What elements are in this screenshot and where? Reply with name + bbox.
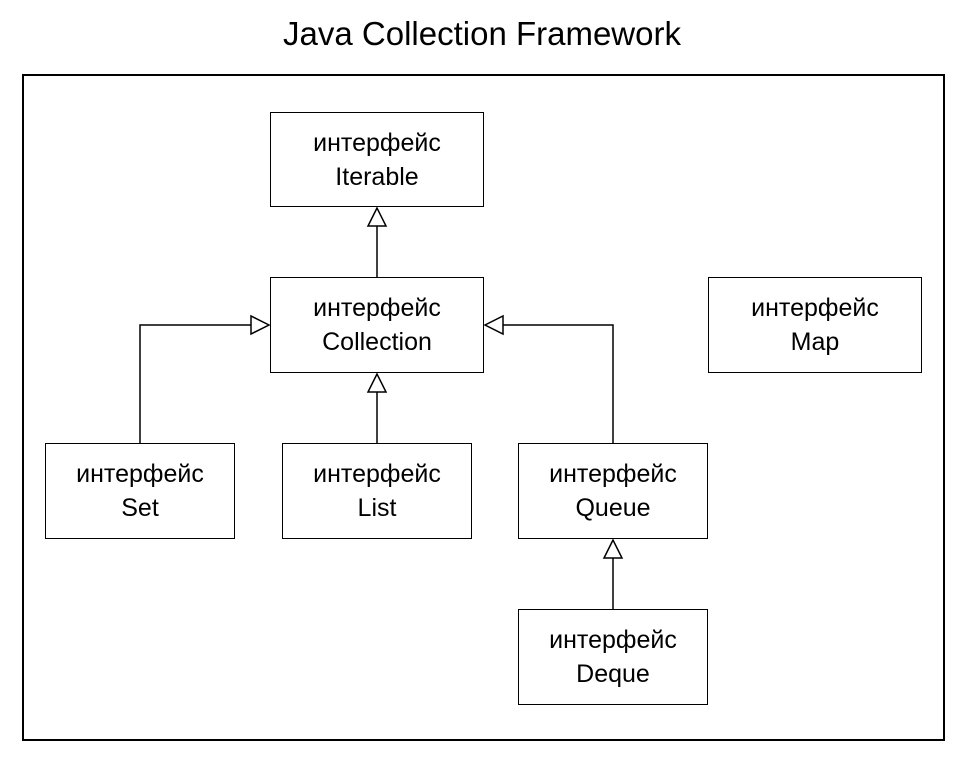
interface-list-box: интерфейс List	[282, 443, 472, 539]
interface-name-label: Map	[790, 328, 840, 356]
interface-name-label: Set	[121, 494, 159, 522]
interface-set-box: интерфейс Set	[45, 443, 235, 539]
interface-name-label: Collection	[322, 328, 432, 356]
arrowhead-iterable	[366, 206, 388, 227]
diagram-title: Java Collection Framework	[283, 15, 681, 52]
arrowhead-queue	[602, 538, 624, 559]
interface-deque-box: интерфейс Deque	[518, 609, 708, 705]
diagram-frame	[22, 74, 945, 741]
interface-kind-label: интерфейс	[313, 128, 441, 157]
interface-name-label: Queue	[575, 494, 651, 522]
interface-kind-label: интерфейс	[76, 460, 204, 488]
interface-collection-box: интерфейс Collection	[270, 277, 484, 373]
interface-kind-label: интерфейс	[313, 460, 441, 488]
interface-kind-label: интерфейс	[549, 626, 677, 654]
edge-set-collection	[139, 324, 251, 443]
interface-name-label: Iterable	[335, 162, 419, 191]
interface-queue-box: интерфейс Queue	[518, 443, 708, 539]
edge-queue-collection	[503, 324, 614, 443]
interface-kind-label: интерфейс	[549, 460, 677, 488]
arrowhead-collection-right	[483, 314, 504, 336]
interface-name-label: List	[357, 494, 397, 522]
interface-kind-label: интерфейс	[313, 294, 441, 322]
arrowhead-collection-left	[250, 314, 271, 336]
interface-iterable-box: интерфейс Iterable	[270, 112, 484, 207]
interface-map-box: интерфейс Map	[708, 277, 922, 373]
interface-name-label: Deque	[576, 660, 650, 688]
arrowhead-collection-bottom	[366, 372, 388, 393]
interface-kind-label: интерфейс	[751, 294, 879, 322]
